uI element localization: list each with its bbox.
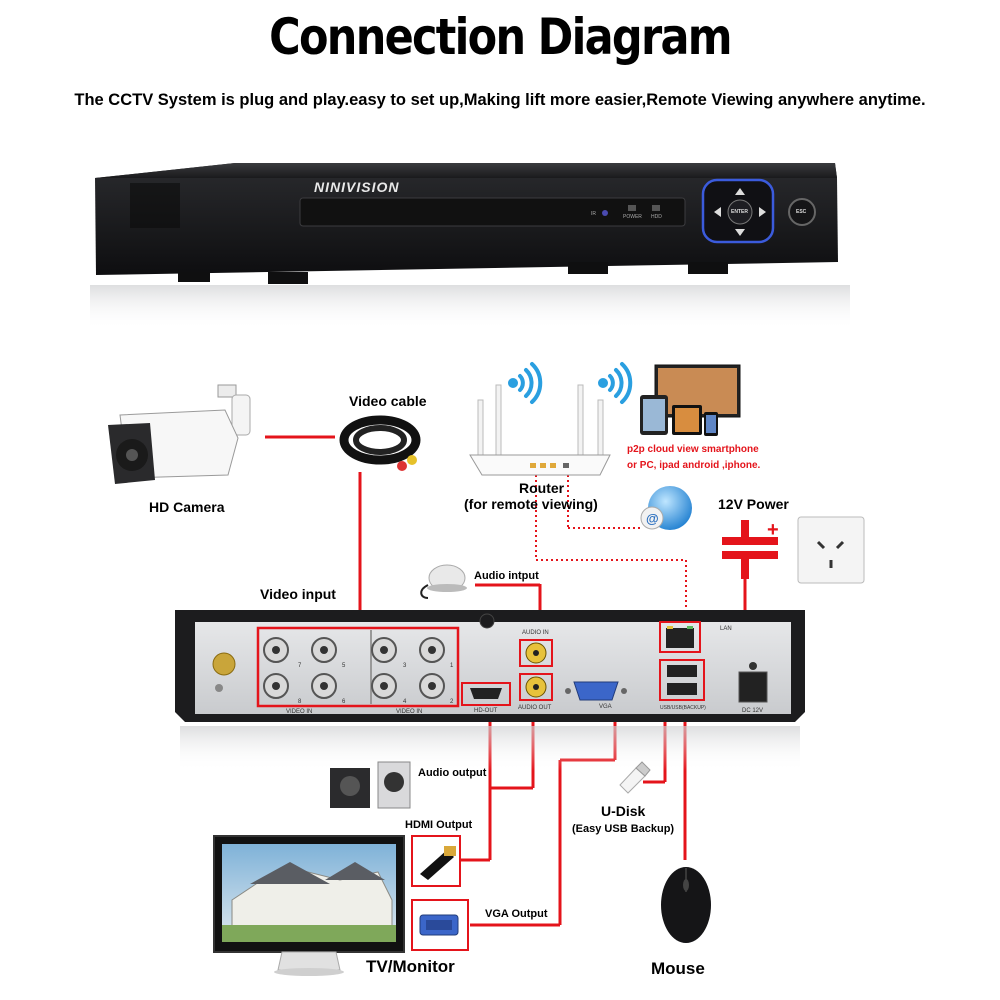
- hdmi-output-label: HDMI Output: [405, 819, 473, 831]
- usb-port-label: USB/USB(BACKUP): [660, 705, 706, 711]
- router-sublabel: (for remote viewing): [464, 496, 598, 512]
- dvr-front-view: [90, 163, 850, 330]
- router-image: [469, 384, 611, 476]
- port-number-7: 7: [298, 663, 302, 669]
- hdd-led-label: HDD: [651, 214, 662, 220]
- ir-led-label: IR: [591, 211, 596, 217]
- page-title: Connection Diagram: [269, 8, 732, 66]
- power-led-label: POWER: [623, 214, 642, 220]
- network-dotted-lines: [535, 470, 687, 630]
- hd-camera-label: HD Camera: [149, 499, 225, 515]
- audio-input-label: Audio intput: [474, 570, 539, 582]
- wifi-icon: [508, 362, 633, 404]
- port-number-5: 5: [342, 663, 346, 669]
- audio-in-port-label: AUDIO IN: [522, 630, 549, 636]
- power-outlet-image: [797, 516, 865, 584]
- enter-button: ENTER: [731, 209, 748, 215]
- lan-port-label: LAN: [720, 626, 732, 632]
- page-subtitle: The CCTV System is plug and play.easy to…: [74, 91, 926, 109]
- vga-port-label: VGA: [599, 704, 612, 710]
- p2p-line-2: or PC, ipad android ,iphone.: [627, 460, 761, 471]
- udisk-sublabel: (Easy USB Backup): [572, 823, 675, 835]
- p2p-line-1: p2p cloud view smartphone: [627, 444, 759, 455]
- internet-globe-icon: @: [640, 486, 692, 530]
- port-number-6: 6: [342, 699, 346, 705]
- microphone-image: [420, 564, 467, 599]
- esc-button: ESC: [796, 209, 807, 215]
- tv-monitor-image: [213, 835, 405, 976]
- mouse-image: [661, 867, 711, 943]
- port-number-4: 4: [403, 699, 407, 705]
- video-input-label: Video input: [260, 586, 336, 602]
- video-in-label-right: VIDEO IN: [396, 709, 423, 715]
- power-symbol-icon: +: [722, 519, 779, 579]
- vga-connector-image: [411, 899, 469, 951]
- svg-text:+: +: [767, 519, 779, 541]
- port-number-3: 3: [403, 663, 407, 669]
- usb-drive-image: [619, 761, 651, 794]
- remote-devices-image: [640, 364, 741, 436]
- port-number-8: 8: [298, 699, 302, 705]
- dvr-rear-panel: [175, 610, 805, 771]
- video-in-label-left: VIDEO IN: [286, 709, 313, 715]
- svg-text:@: @: [646, 511, 659, 526]
- audio-out-port-label: AUDIO OUT: [518, 705, 552, 711]
- port-number-1: 1: [450, 663, 454, 669]
- video-cable-label: Video cable: [349, 393, 427, 409]
- mouse-label: Mouse: [651, 959, 705, 978]
- speakers-image: [330, 761, 411, 809]
- router-label: Router: [519, 480, 565, 496]
- vga-output-label: VGA Output: [485, 908, 548, 920]
- audio-output-label: Audio output: [418, 767, 487, 779]
- dc-port-label: DC 12V: [742, 708, 764, 714]
- hd-camera-image: [108, 384, 251, 484]
- hdmi-connector-image: [411, 835, 461, 887]
- port-number-2: 2: [450, 699, 454, 705]
- udisk-label: U-Disk: [601, 803, 646, 819]
- dvr-brand-logo: NINIVISION: [314, 179, 400, 195]
- hd-out-port-label: HD-OUT: [474, 708, 498, 714]
- power-12v-label: 12V Power: [718, 496, 789, 512]
- tv-monitor-label: TV/Monitor: [366, 957, 455, 976]
- video-cable-image: [339, 415, 421, 471]
